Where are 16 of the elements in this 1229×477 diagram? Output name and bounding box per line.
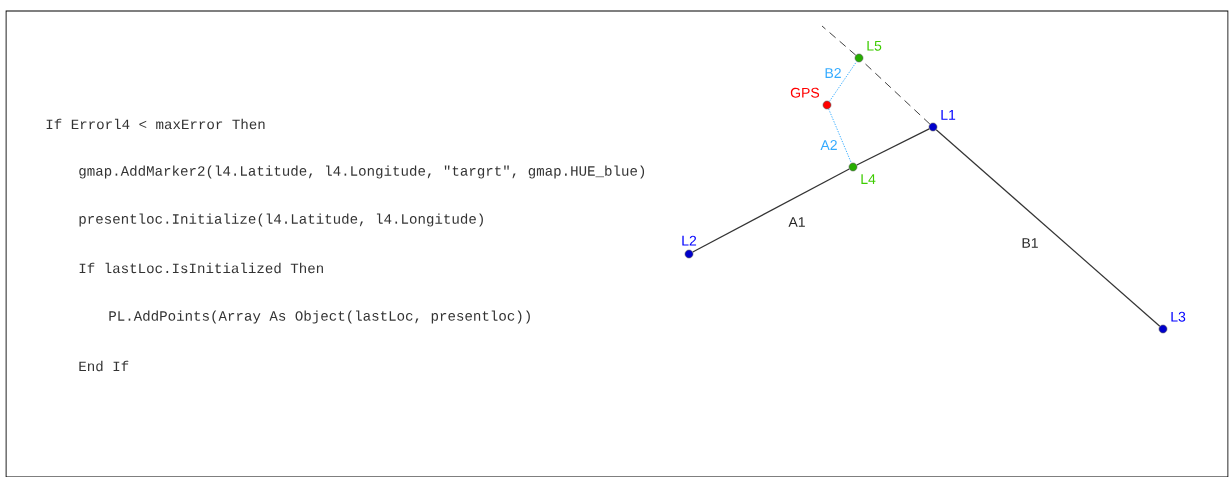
line-segment <box>828 108 852 164</box>
line-segment <box>692 168 850 253</box>
edge-label: A1 <box>788 217 805 227</box>
edge-label: B2 <box>825 68 841 78</box>
code-line: If lastLoc.IsInitialized Then <box>79 262 323 274</box>
code-line: PL.AddPoints(Array As Object(lastLoc, presentloc)) <box>109 310 530 324</box>
code-line: gmap.AddMarker2(l4.Latitude, l4.Longitude, "targrt", gmap.HUE_blue) <box>79 165 645 179</box>
edge-label: B1 <box>1022 238 1038 248</box>
line-segment <box>856 128 930 166</box>
line-segment <box>828 61 858 102</box>
code-line: End If <box>79 360 129 372</box>
code-line: presentloc.Initialize(l4.Latitude, l4.Longitude) <box>79 213 483 227</box>
code-line: If Errorl4 < maxError Then <box>46 118 265 130</box>
line-segment <box>821 25 857 56</box>
edge-label: A2 <box>820 140 837 150</box>
line-segment <box>935 129 1161 327</box>
